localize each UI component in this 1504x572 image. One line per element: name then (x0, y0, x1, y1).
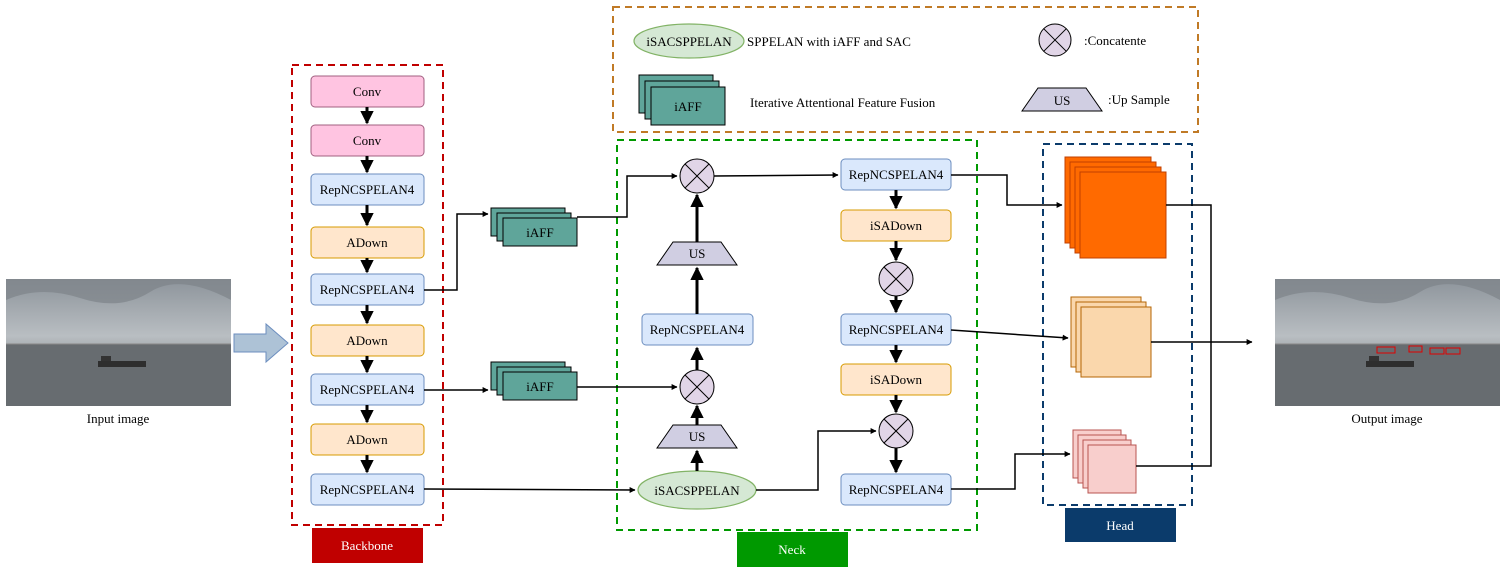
detection-box (1408, 345, 1423, 353)
output-image (1275, 279, 1500, 406)
legend-iaff-label: iAFF (674, 99, 701, 114)
output-ship (1366, 361, 1414, 367)
neck-concat-right-top (878, 261, 914, 297)
backbone-border (291, 64, 444, 526)
input-label: Input image (87, 411, 150, 426)
iaff-top-label: iAFF (526, 225, 553, 240)
neck-right-label: iSADown (870, 372, 923, 387)
head-title: Head (1106, 518, 1134, 533)
neck-concat-right-bottom (878, 413, 914, 449)
neck-right-label: iSADown (870, 218, 923, 233)
neck-sppelan-label: iSACSPPELAN (654, 483, 740, 498)
backbone-block-label: Conv (353, 84, 382, 99)
legend: iSACSPPELAN SPPELAN with iAFF and SAC iA… (612, 6, 1199, 133)
neck-title: Neck (778, 542, 806, 557)
connectors (423, 172, 1253, 493)
neck-concat-bottom (679, 369, 715, 405)
neck-us-top-label: US (689, 246, 706, 261)
legend-us-desc: :Up Sample (1108, 92, 1170, 107)
legend-sppelan-label: iSACSPPELAN (646, 34, 732, 49)
legend-us-icon (1021, 87, 1103, 112)
backbone-block-label: ADown (346, 333, 388, 348)
input-image (6, 279, 231, 406)
input-arrow (233, 322, 289, 364)
neck-right-label: RepNCSPELAN4 (849, 482, 944, 497)
neck-us-bottom-label: US (689, 429, 706, 444)
legend-us-label: US (1054, 93, 1071, 108)
neck-right-label: RepNCSPELAN4 (849, 167, 944, 182)
backbone-title: Backbone (341, 538, 393, 553)
neck-right-label: RepNCSPELAN4 (849, 322, 944, 337)
detection-box (1376, 346, 1396, 354)
detection-box (1445, 347, 1461, 355)
legend-sppelan-ellipse (633, 23, 745, 59)
input-ship (98, 361, 146, 367)
backbone-block-label: Conv (353, 133, 382, 148)
backbone-block-label: RepNCSPELAN4 (320, 182, 415, 197)
iaff-bottom (490, 361, 578, 401)
neck-rep-mid-label: RepNCSPELAN4 (650, 322, 745, 337)
legend-border (612, 6, 1199, 133)
legend-iaff-desc: Iterative Attentional Feature Fusion (750, 95, 936, 110)
legend-sppelan-desc: SPPELAN with iAFF and SAC (747, 34, 911, 49)
head-feature-large (1064, 156, 1167, 259)
detection-box (1429, 347, 1445, 355)
backbone-block-label: ADown (346, 235, 388, 250)
neck-border (616, 139, 978, 531)
legend-concat-desc: :Concatente (1084, 33, 1146, 48)
head-feature-medium (1070, 296, 1152, 378)
legend-iaff-icon (638, 74, 726, 126)
neck-title-box (737, 532, 848, 567)
backbone-block-label: ADown (346, 432, 388, 447)
head-border (1042, 143, 1193, 506)
backbone-block-label: RepNCSPELAN4 (320, 382, 415, 397)
neck-arrows (690, 190, 903, 474)
backbone-block-label: RepNCSPELAN4 (320, 282, 415, 297)
neck-us-top (656, 241, 738, 266)
backbone-blocks: Conv Conv RepNCSPELAN4 ADown RepNCSPELAN… (310, 75, 425, 506)
backbone-block-label: RepNCSPELAN4 (320, 482, 415, 497)
output-label: Output image (1351, 411, 1422, 426)
iaff-bottom-label: iAFF (526, 379, 553, 394)
head-title-box (1065, 508, 1176, 542)
head-feature-small (1072, 429, 1137, 494)
iaff-top (490, 207, 578, 247)
legend-concat-icon (1038, 23, 1072, 57)
neck-concat-top (679, 158, 715, 194)
neck-us-bottom (656, 424, 738, 449)
backbone-title-box (312, 528, 423, 563)
